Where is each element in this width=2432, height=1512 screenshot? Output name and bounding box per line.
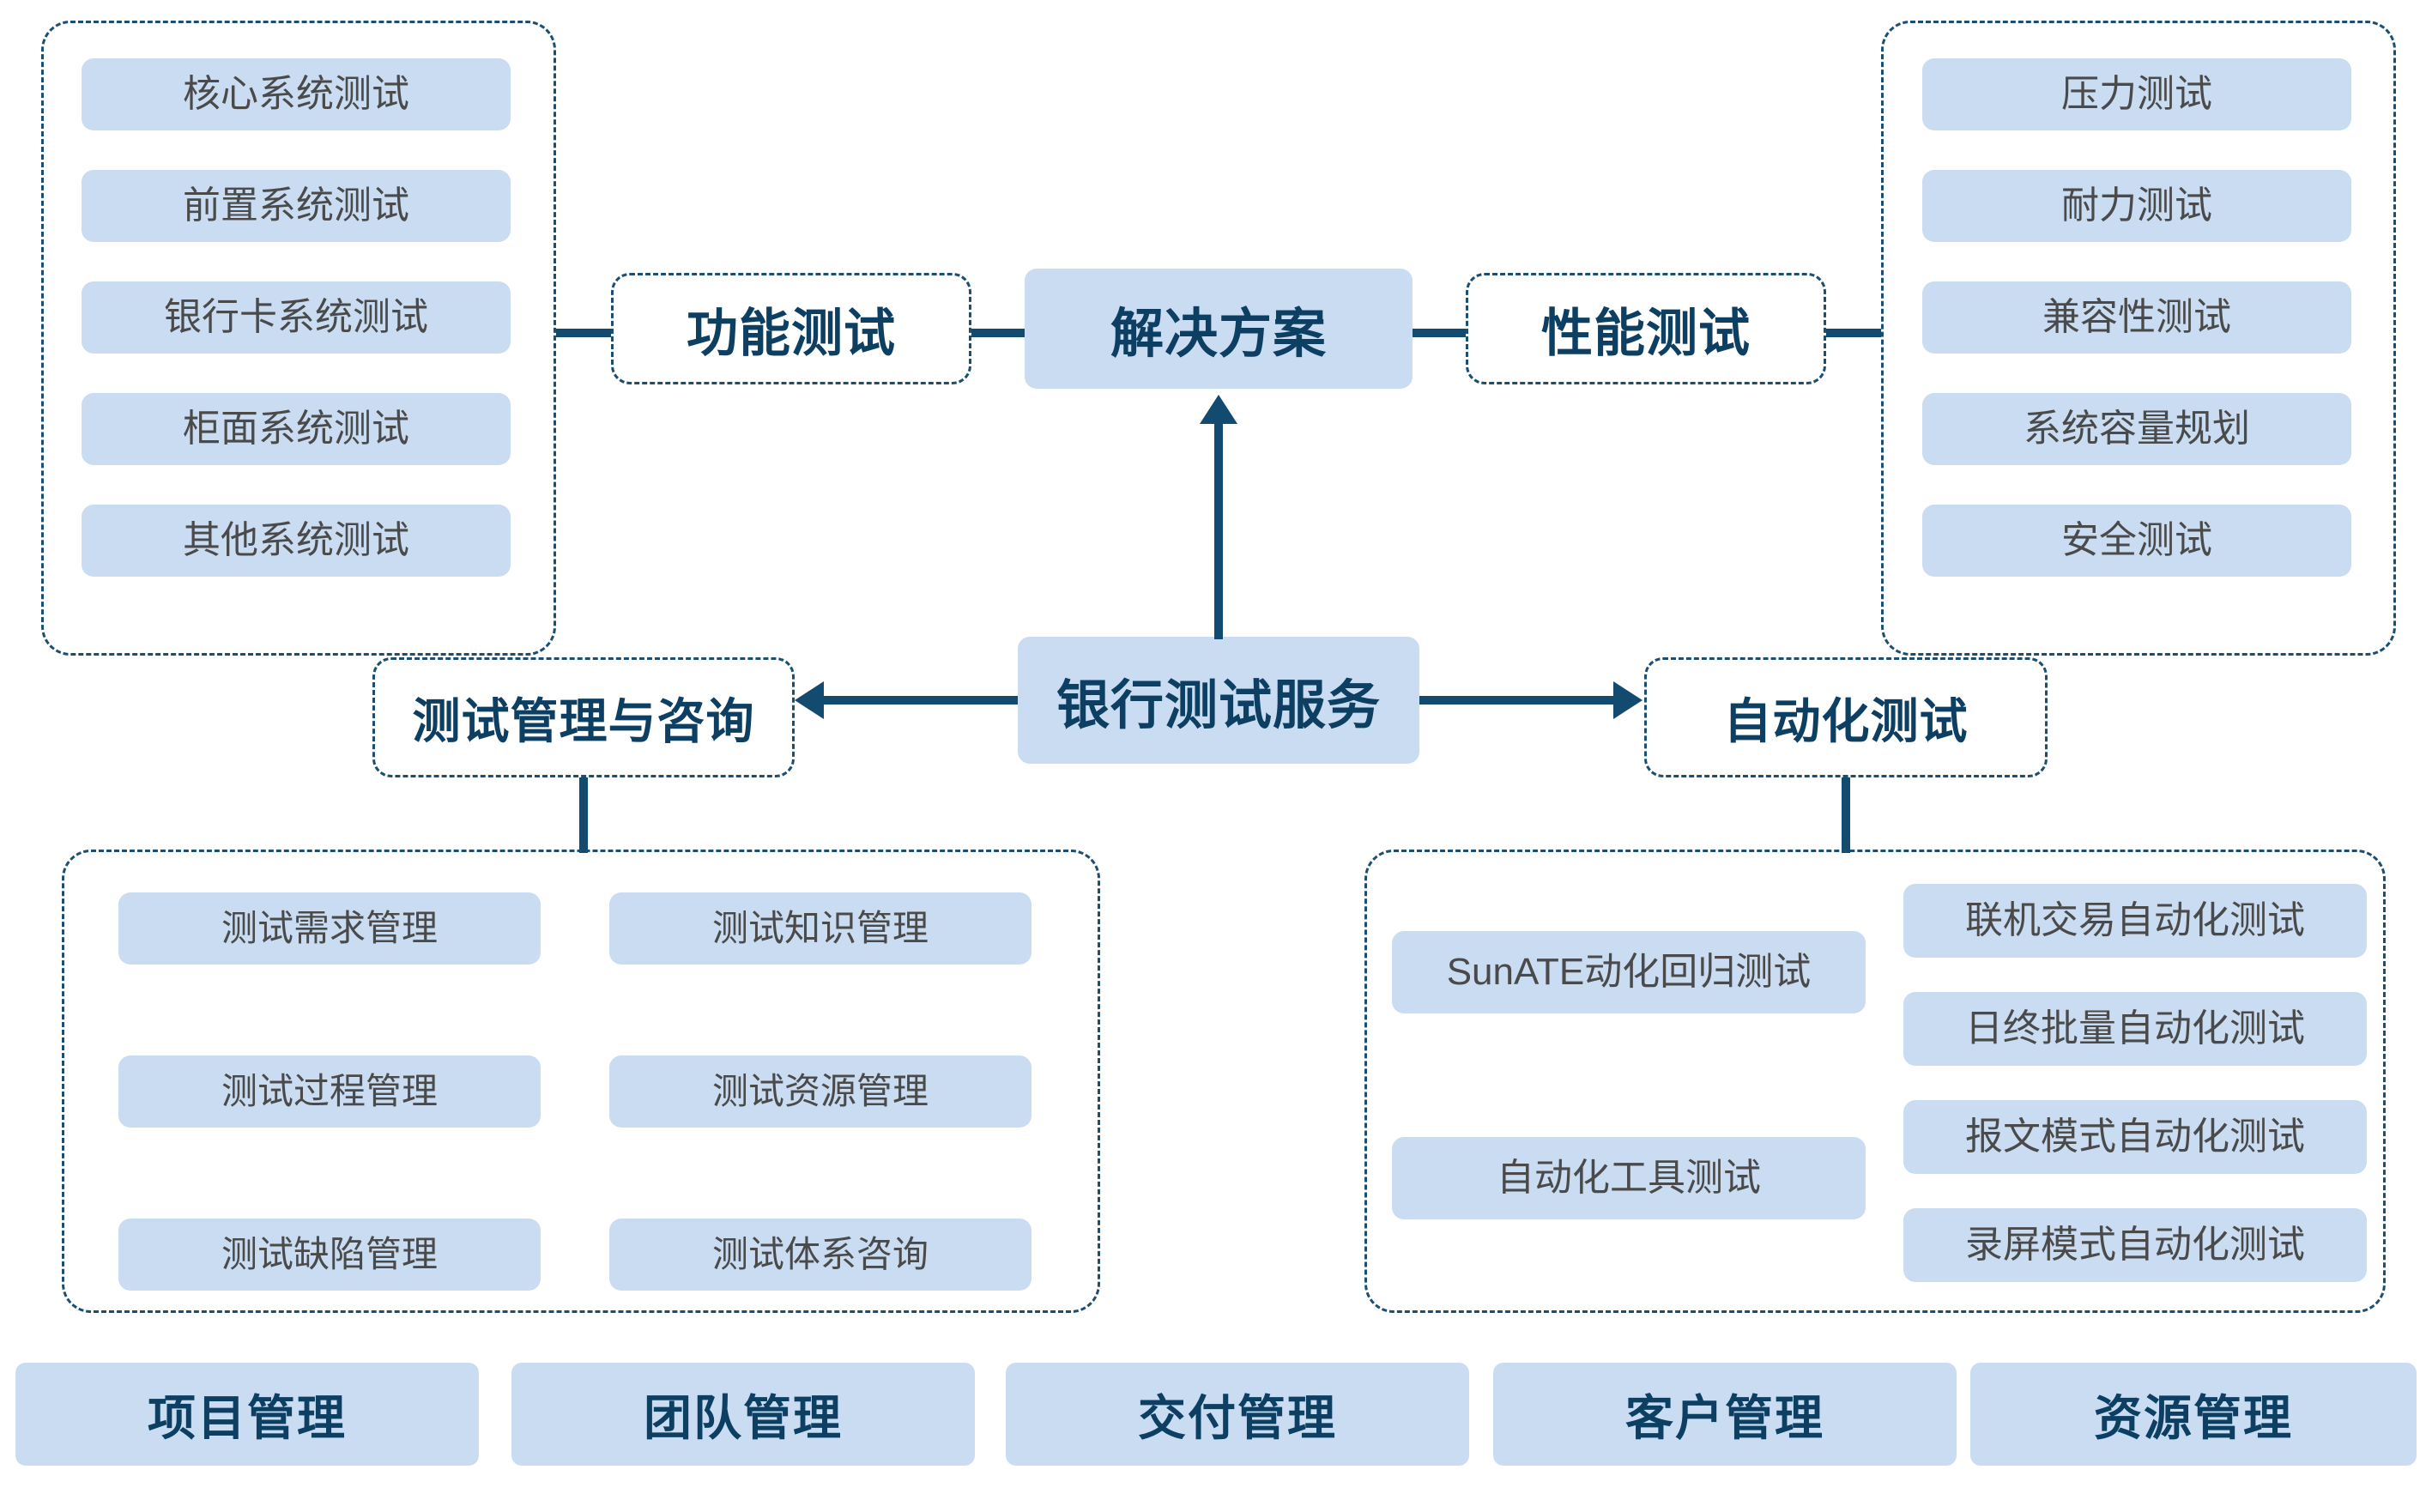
functional-item-card[interactable]: 银行卡系统测试 <box>82 281 511 354</box>
management-item-resource[interactable]: 测试资源管理 <box>609 1055 1031 1128</box>
automation-item-screen-record[interactable]: 录屏模式自动化测试 <box>1903 1208 2367 1282</box>
performance-item-compatibility[interactable]: 兼容性测试 <box>1922 281 2351 354</box>
automation-items-group <box>1364 850 2386 1313</box>
management-item-consulting[interactable]: 测试体系咨询 <box>609 1219 1031 1291</box>
connector-center-to-automation <box>1419 696 1613 705</box>
connector-functional-group-to-node <box>556 329 611 337</box>
functional-item-front[interactable]: 前置系统测试 <box>82 170 511 242</box>
center-node-bank-testing-service[interactable]: 银行测试服务 <box>1018 637 1419 764</box>
footer-item-delivery-management[interactable]: 交付管理 <box>1006 1363 1469 1466</box>
management-items-group <box>62 850 1100 1313</box>
connector-functional-to-solution <box>971 329 1025 337</box>
branch-node-performance[interactable]: 性能测试 <box>1466 273 1826 384</box>
arrow-right-icon <box>1613 681 1643 719</box>
functional-test-group <box>41 21 556 656</box>
performance-test-group <box>1881 21 2396 656</box>
footer-item-project-management[interactable]: 项目管理 <box>15 1363 479 1466</box>
connector-center-to-solution <box>1214 420 1223 639</box>
management-item-process[interactable]: 测试过程管理 <box>118 1055 541 1128</box>
arrow-left-icon <box>795 681 824 719</box>
management-item-knowledge[interactable]: 测试知识管理 <box>609 892 1031 965</box>
footer-item-team-management[interactable]: 团队管理 <box>511 1363 975 1466</box>
connector-management-node-to-group <box>579 777 588 853</box>
automation-item-message-mode[interactable]: 报文模式自动化测试 <box>1903 1100 2367 1174</box>
automation-item-sunate[interactable]: SunATE动化回归测试 <box>1392 931 1866 1013</box>
automation-item-online-transaction[interactable]: 联机交易自动化测试 <box>1903 884 2367 958</box>
branch-node-functional[interactable]: 功能测试 <box>611 273 971 384</box>
connector-solution-to-performance <box>1413 329 1466 337</box>
branch-node-automation[interactable]: 自动化测试 <box>1644 657 2048 777</box>
management-item-defect[interactable]: 测试缺陷管理 <box>118 1219 541 1291</box>
automation-item-tool[interactable]: 自动化工具测试 <box>1392 1137 1866 1219</box>
footer-item-customer-management[interactable]: 客户管理 <box>1493 1363 1957 1466</box>
performance-item-capacity[interactable]: 系统容量规划 <box>1922 393 2351 465</box>
performance-item-endurance[interactable]: 耐力测试 <box>1922 170 2351 242</box>
performance-item-security[interactable]: 安全测试 <box>1922 505 2351 577</box>
arrow-up-icon <box>1200 395 1237 424</box>
connector-performance-node-to-group <box>1826 329 1881 337</box>
management-item-requirement[interactable]: 测试需求管理 <box>118 892 541 965</box>
functional-item-counter[interactable]: 柜面系统测试 <box>82 393 511 465</box>
functional-item-other[interactable]: 其他系统测试 <box>82 505 511 577</box>
connector-automation-node-to-group <box>1842 777 1850 853</box>
connector-center-to-management <box>824 696 1018 705</box>
performance-item-stress[interactable]: 压力测试 <box>1922 58 2351 130</box>
footer-item-resource-management[interactable]: 资源管理 <box>1970 1363 2417 1466</box>
branch-node-management[interactable]: 测试管理与咨询 <box>372 657 795 777</box>
automation-item-batch[interactable]: 日终批量自动化测试 <box>1903 992 2367 1066</box>
functional-item-core[interactable]: 核心系统测试 <box>82 58 511 130</box>
solution-node[interactable]: 解决方案 <box>1025 269 1413 389</box>
